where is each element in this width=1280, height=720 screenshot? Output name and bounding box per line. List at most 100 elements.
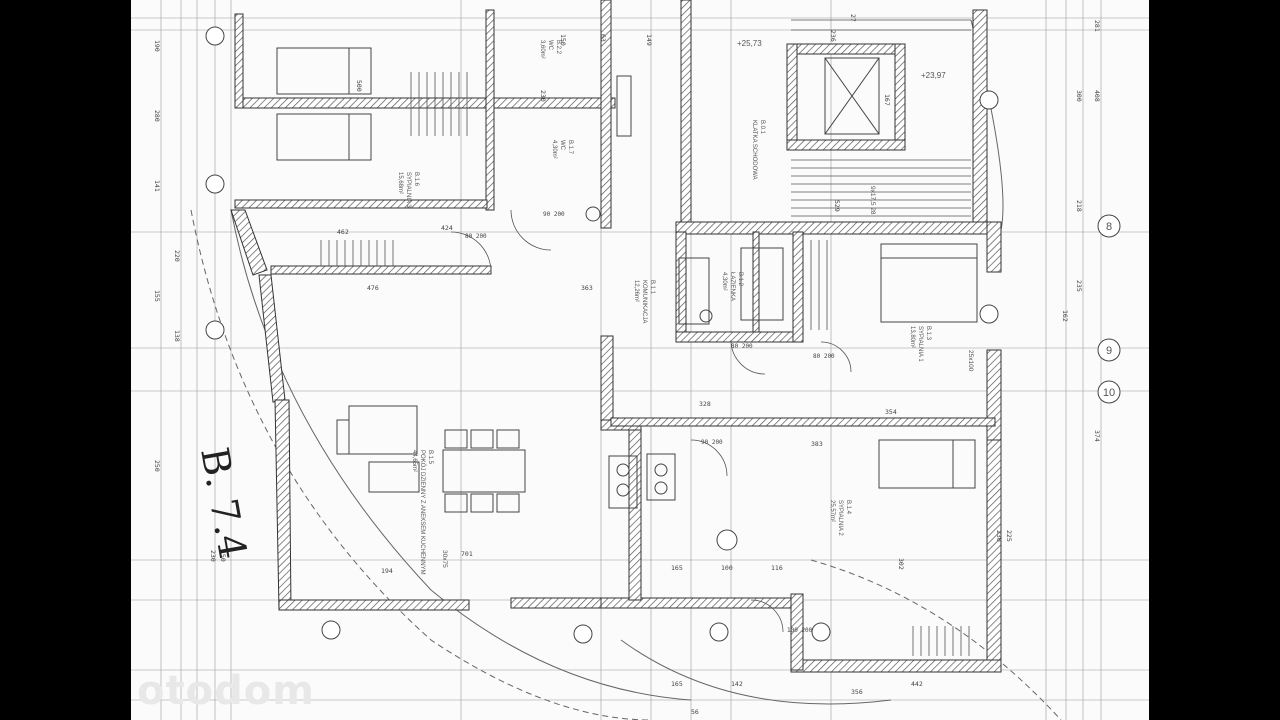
room-name: WC <box>559 140 565 151</box>
dimension-label: 27 <box>849 14 857 22</box>
dimension-label: 167 <box>883 94 891 106</box>
door-size-label: 80 200 <box>731 343 753 350</box>
room-number: B.1.2 <box>737 272 743 287</box>
dimension-labels-top: 190 280 141 155 250 138 220 150 230 300 … <box>153 14 1101 562</box>
room-area: 4,30m² <box>551 140 557 159</box>
dimension-label: 363 <box>581 284 593 292</box>
room-area: 13,80m² <box>909 326 915 348</box>
room-area: 44,65m² <box>411 450 417 472</box>
floor-plan-drawing: 8 9 10 B.1.6 SYPIALNIA 3 15,68m² B.1.7 W… <box>131 0 1149 720</box>
dining-table-icon <box>442 449 526 493</box>
stair-treads <box>320 19 971 656</box>
door-swings <box>450 209 852 633</box>
dimension-label: 442 <box>911 680 923 688</box>
dimension-label: 500 <box>355 80 363 92</box>
dimension-label: 194 <box>381 567 393 575</box>
room-labels: B.1.6 SYPIALNIA 3 15,68m² B.1.7 WC 4,30m… <box>397 40 931 575</box>
room-number: B.1.5 <box>427 450 433 465</box>
dimension-label: 250 <box>153 460 161 472</box>
dimension-label: 150 <box>559 34 567 46</box>
axis-markers <box>205 26 1121 644</box>
dimension-label: 356 <box>851 688 863 696</box>
room-name: WC <box>547 40 553 51</box>
room-name: SYPIALNIA 1 <box>917 326 923 362</box>
dimension-label: 63 <box>599 34 607 42</box>
axis-10-marker <box>1097 380 1121 404</box>
dimension-label: 424 <box>441 224 453 232</box>
bed-icon <box>276 113 372 161</box>
room-name: KLATKA SCHODOWA <box>751 120 757 180</box>
axis-labels: 8 9 10 <box>1103 221 1115 399</box>
dimension-label: 190 <box>153 40 161 52</box>
dimension-label: 280 <box>153 110 161 122</box>
dimension-label: 230 <box>209 550 217 562</box>
dimension-label: 230 <box>539 90 547 102</box>
dimension-label: 138 <box>173 330 181 342</box>
room-area: 25,57m² <box>829 500 835 522</box>
room-area: 15,68m² <box>397 172 403 194</box>
room-number: B.1.3 <box>925 326 931 341</box>
axis-8-label: 8 <box>1106 221 1112 233</box>
dimension-label: 56 <box>691 708 699 716</box>
furniture <box>276 47 978 513</box>
room-number: B.1.1 <box>649 280 655 295</box>
dimension-label: 476 <box>367 284 379 292</box>
dimension-label: 225 <box>1005 530 1013 542</box>
level-marks: +25,73 +23,97 <box>737 39 946 80</box>
sofa-icon <box>348 405 418 455</box>
bed-icon <box>880 243 978 323</box>
level-mark: +23,97 <box>921 71 946 80</box>
room-name: ŁAZIENKA <box>729 272 735 301</box>
dimension-label: 149 <box>645 34 653 46</box>
axis-8-marker <box>1097 214 1121 238</box>
room-name: SYPIALNIA 3 <box>405 172 411 208</box>
dimension-label: 354 <box>885 408 897 416</box>
room-number: B.1.6 <box>413 172 419 187</box>
dimension-labels-bottom: 165 142 356 442 56 <box>671 680 923 716</box>
dimension-label: 162 <box>1061 310 1069 322</box>
walls <box>230 0 1002 673</box>
dimension-label: 701 <box>461 550 473 558</box>
dimension-label: 218 <box>1075 200 1083 212</box>
room-number: B.1.4 <box>845 500 851 515</box>
room-number: B.0.1 <box>759 120 765 135</box>
dimension-label: 235 <box>1075 280 1083 292</box>
dimension-labels-inner: 476 462 424 328 354 383 363 302 701 194 … <box>337 224 905 575</box>
axis-9-marker <box>1097 338 1121 362</box>
dimension-label: 165 <box>671 680 683 688</box>
door-size-label: 80 200 <box>813 353 835 360</box>
dimension-label: 462 <box>337 228 349 236</box>
window-note: 30x75 <box>441 550 448 568</box>
dimension-label: 150 <box>219 550 227 562</box>
door-tags: 80 200 90 200 80 200 80 200 90 200 100 2… <box>465 211 835 634</box>
notes: 9x17,5 28 25x100 30x75 <box>441 186 974 568</box>
dimension-label: 142 <box>731 680 743 688</box>
kitchen-counter-icon <box>608 455 638 509</box>
dimension-label: 300 <box>1075 90 1083 102</box>
dimension-label: 281 <box>1093 20 1101 32</box>
dimension-label: 220 <box>173 250 181 262</box>
elevator-icon <box>824 57 880 135</box>
dimension-label: 374 <box>1093 430 1101 442</box>
room-name: KOMUNIKACJA <box>641 280 647 323</box>
bed-icon <box>878 439 976 489</box>
handwritten-mark: B. 7.4 <box>192 444 255 562</box>
dimension-label: 141 <box>153 180 161 192</box>
axis-10-label: 10 <box>1103 387 1115 399</box>
dimension-label: 100 <box>721 564 733 572</box>
room-name: SYPIALNIA 2 <box>837 500 843 536</box>
axis-9-label: 9 <box>1106 345 1112 357</box>
room-number: B.2.2 <box>555 40 561 55</box>
door-size-label: 90 200 <box>701 439 723 446</box>
bed-icon <box>276 47 372 95</box>
opening-note: 25x100 <box>967 350 974 372</box>
dimension-label: 155 <box>153 290 161 302</box>
floor-plan-sheet: 8 9 10 B.1.6 SYPIALNIA 3 15,68m² B.1.7 W… <box>131 0 1149 720</box>
dimension-label: 383 <box>811 440 823 448</box>
stair-note: 9x17,5 28 <box>869 186 876 215</box>
dimension-label: 165 <box>671 564 683 572</box>
room-number: B.1.7 <box>567 140 573 155</box>
dimension-label: 529 <box>833 200 841 212</box>
dimension-label: 408 <box>1093 90 1101 102</box>
room-area: 12,26m² <box>633 280 639 302</box>
